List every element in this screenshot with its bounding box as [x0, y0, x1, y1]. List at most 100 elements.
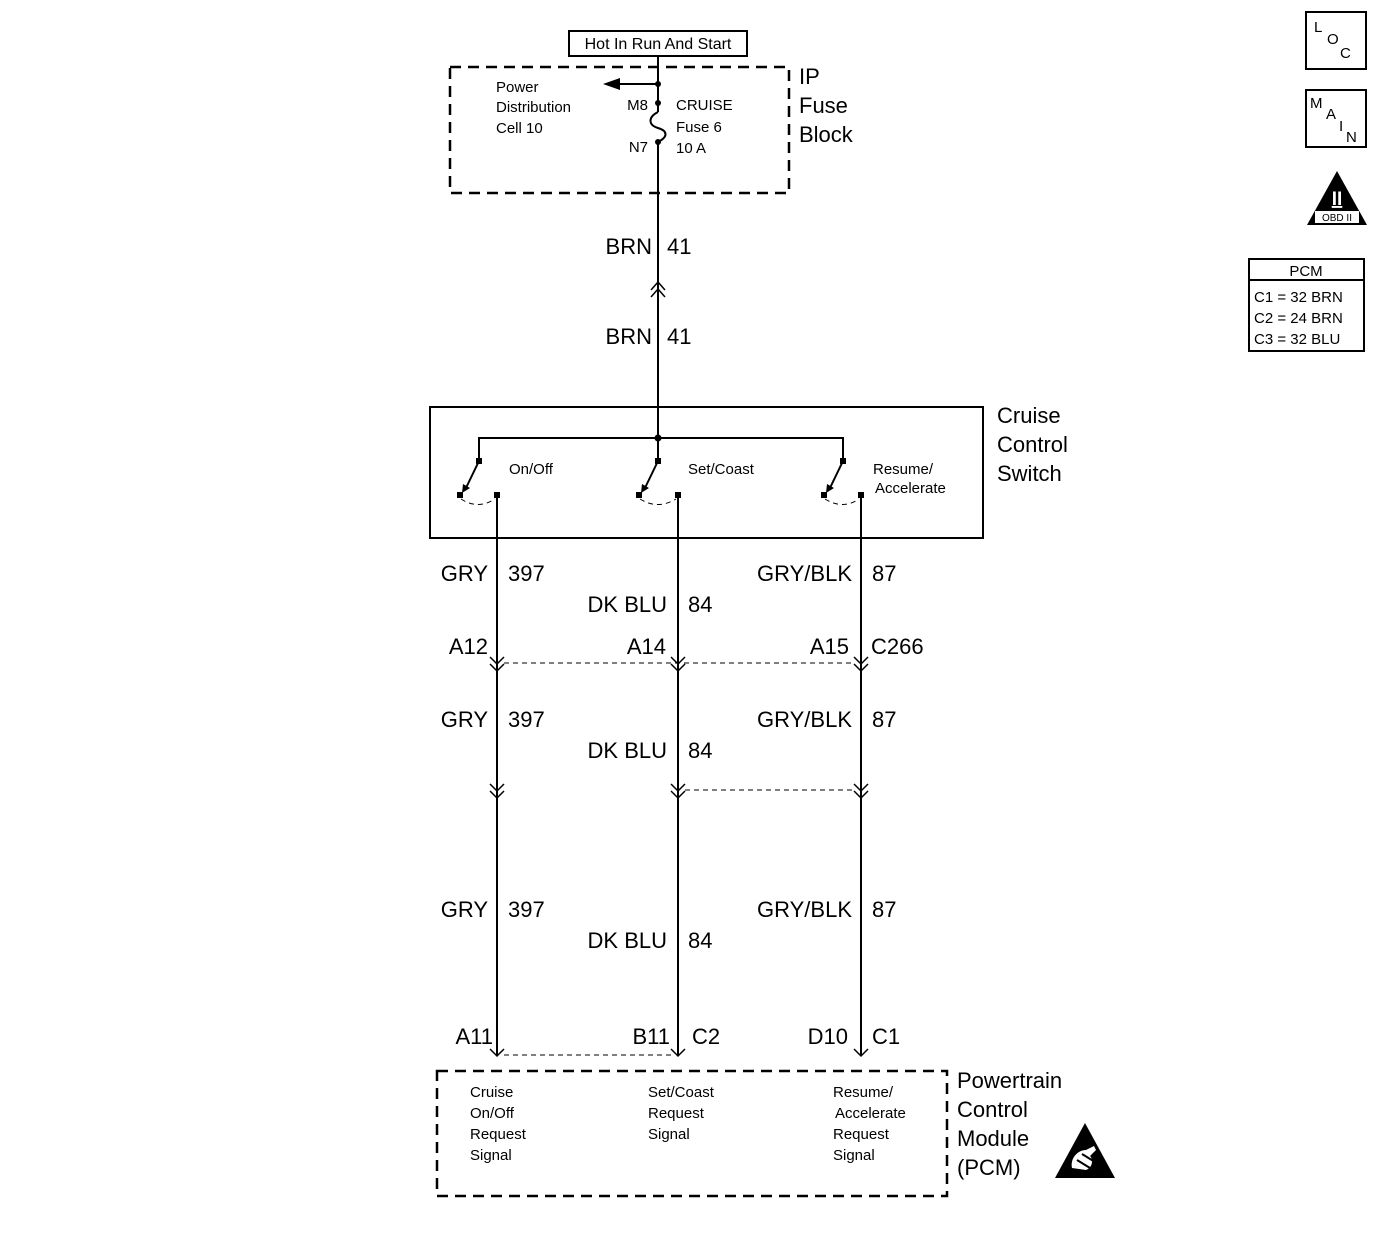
power-source-label: Hot In Run And Start — [585, 36, 732, 53]
wire-color-label: BRN — [606, 234, 652, 259]
pcm-terminal-icon — [853, 1048, 869, 1058]
wire-circuit-label: 397 — [508, 561, 545, 586]
on-off-switch-icon — [457, 458, 500, 505]
pcm-signal-label: Accelerate — [835, 1105, 906, 1122]
power-distribution-label-1: Power — [496, 79, 539, 96]
power-distribution-label-3: Cell 10 — [496, 120, 543, 137]
pcm-pin-label: D10 — [808, 1024, 848, 1049]
connector-pin-label: A15 — [810, 634, 849, 659]
fuse-terminal-bottom — [655, 139, 661, 145]
pcm-connector-label: C2 — [692, 1024, 720, 1049]
wire-color-label: DK BLU — [588, 928, 667, 953]
wire-color-label: DK BLU — [588, 592, 667, 617]
wire-color-label: BRN — [606, 324, 652, 349]
wire-circuit-label: 397 — [508, 897, 545, 922]
main-letter: M — [1310, 95, 1323, 112]
arrow-head-icon — [603, 78, 620, 90]
inline-connector-icon — [650, 287, 666, 298]
resume-label-2: Accelerate — [875, 480, 946, 497]
connector-terminal-icon — [670, 783, 686, 793]
ip-fuse-block-title-2: Fuse — [799, 93, 848, 118]
connector-terminal-icon — [489, 783, 505, 793]
main-letter: A — [1326, 106, 1336, 123]
ip-fuse-block-title-3: Block — [799, 122, 854, 147]
wire-labels-section-2: GRY 397 DK BLU 84 GRY/BLK 87 — [441, 707, 897, 763]
inline-connector-2 — [489, 783, 869, 800]
wire-circuit-label: 84 — [688, 592, 712, 617]
loc-letter: O — [1327, 31, 1339, 48]
connector-terminal-icon — [670, 656, 686, 666]
wire-color-label: DK BLU — [588, 738, 667, 763]
pcm-signal-label: Signal — [833, 1147, 875, 1164]
wire-labels-section-1: GRY 397 DK BLU 84 GRY/BLK 87 — [441, 561, 897, 617]
feed-wire-brn-41: BRN 41 BRN 41 — [606, 193, 691, 438]
wire-circuit-label: 87 — [872, 707, 896, 732]
connector-terminal-icon — [853, 656, 869, 666]
pcm-title-4: (PCM) — [957, 1155, 1021, 1180]
pcm-title-3: Module — [957, 1126, 1029, 1151]
cruise-switch-title-2: Control — [997, 432, 1068, 457]
powertrain-control-module: Powertrain Control Module (PCM) Cruise O… — [435, 1068, 1115, 1198]
cruise-control-switch: Cruise Control Switch On/Off Set/Coast — [429, 403, 1068, 539]
wire-circuit-label: 84 — [688, 928, 712, 953]
connector-pin-label: A12 — [449, 634, 488, 659]
fuse-pin-m8: M8 — [627, 97, 648, 114]
pcm-table-title: PCM — [1289, 263, 1322, 280]
main-icon: M A I N — [1305, 89, 1367, 148]
power-source: Hot In Run And Start — [568, 30, 748, 67]
fuse-rating-label: 10 A — [676, 140, 706, 157]
loc-letter: C — [1340, 45, 1351, 62]
pcm-connector-table: PCM C1 = 32 BRN C2 = 24 BRN C3 = 32 BLU — [1248, 258, 1365, 352]
main-letter: I — [1339, 118, 1343, 135]
connector-terminal-icon — [489, 656, 505, 666]
wire-color-label: GRY — [441, 561, 489, 586]
pcm-pin-label: A11 — [455, 1024, 493, 1049]
power-distribution-label-2: Distribution — [496, 99, 571, 116]
wire-color-label: GRY/BLK — [757, 707, 852, 732]
pcm-title-1: Powertrain — [957, 1068, 1062, 1093]
loc-icon: L O C — [1305, 11, 1367, 70]
obd-ii-icon: II OBD II — [1307, 171, 1367, 225]
output-wires — [496, 495, 862, 1055]
cruise-switch-title-1: Cruise — [997, 403, 1061, 428]
cruise-switch-title-3: Switch — [997, 461, 1062, 486]
wire-circuit-label: 41 — [667, 234, 691, 259]
wire-circuit-label: 84 — [688, 738, 712, 763]
connector-terminal-icon — [853, 783, 869, 793]
ip-fuse-block-title-1: IP — [799, 64, 820, 89]
pcm-connector-pins: A11 B11 C2 D10 C1 — [455, 1024, 900, 1058]
pcm-table-row: C2 = 24 BRN — [1254, 310, 1343, 327]
obd-label: OBD II — [1322, 213, 1352, 224]
pcm-signal-label: Request — [648, 1105, 705, 1122]
wire-circuit-label: 87 — [872, 897, 896, 922]
pcm-signal-label: On/Off — [470, 1105, 515, 1122]
main-letter: N — [1346, 129, 1357, 146]
connector-name-label: C266 — [871, 634, 924, 659]
pcm-terminal-icon — [489, 1048, 505, 1058]
pcm-pin-label: B11 — [632, 1024, 670, 1049]
wire-circuit-label: 41 — [667, 324, 691, 349]
obd-numeral: II — [1332, 189, 1343, 210]
pcm-signal-label: Request — [833, 1126, 890, 1143]
pcm-signal-label: Cruise — [470, 1084, 513, 1101]
pcm-terminal-icon — [670, 1048, 686, 1058]
wire-labels-section-3: GRY 397 DK BLU 84 GRY/BLK 87 — [441, 897, 897, 953]
wire-circuit-label: 87 — [872, 561, 896, 586]
pcm-table-row: C1 = 32 BRN — [1254, 289, 1343, 306]
pcm-signal-label: Resume/ — [833, 1084, 894, 1101]
pcm-connector-label: C1 — [872, 1024, 900, 1049]
esd-warning-icon — [1055, 1123, 1115, 1178]
fuse-icon — [649, 111, 667, 143]
fuse-number-label: Fuse 6 — [676, 119, 722, 136]
pcm-signal-label: Set/Coast — [648, 1084, 715, 1101]
fuse-pin-n7: N7 — [629, 139, 648, 156]
fuse-terminal-top — [655, 100, 661, 106]
pcm-table-row: C3 = 32 BLU — [1254, 331, 1340, 348]
on-off-label: On/Off — [509, 461, 554, 478]
set-coast-switch-icon — [636, 458, 681, 505]
pcm-title-2: Control — [957, 1097, 1028, 1122]
wire-color-label: GRY — [441, 897, 489, 922]
loc-letter: L — [1314, 19, 1322, 36]
resume-accelerate-switch-icon — [821, 458, 864, 505]
